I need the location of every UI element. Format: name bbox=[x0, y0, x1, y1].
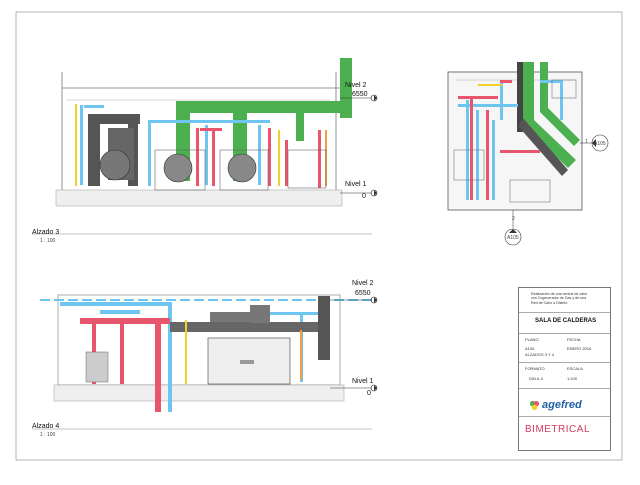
plan-marker-right-number: 1 bbox=[585, 139, 588, 145]
elevation-3-level-2-value: 6550 bbox=[352, 91, 368, 98]
bimetrical-logo: BIMETRICAL bbox=[525, 424, 590, 435]
plan-marker-right-sheet: A105 bbox=[594, 141, 606, 147]
formato-value: DIN A-3 bbox=[529, 376, 544, 381]
plan-view-drawing bbox=[447, 62, 609, 246]
elevation-4-level-1-name: Nivel 1 bbox=[352, 378, 374, 385]
elevation-4-drawing bbox=[32, 294, 378, 430]
elevation-4-level-2-value: 6550 bbox=[355, 290, 371, 297]
project-description: Realización de una central de calor con … bbox=[531, 292, 588, 305]
elevation-3-title: Alzado 3 bbox=[32, 229, 60, 236]
elevation-4-scale: 1 : 100 bbox=[40, 432, 56, 438]
agefred-logo-text: agefred bbox=[542, 399, 582, 411]
elevation-3-level-2-name: Nivel 2 bbox=[345, 82, 367, 89]
fecha-value: ENERO 2016 bbox=[567, 346, 592, 351]
escala-label: ESCALA bbox=[567, 366, 583, 371]
fecha-label: FECHA bbox=[567, 337, 581, 342]
title-block: Realización de una central de calor con … bbox=[518, 287, 611, 451]
formato-label: FORMATO bbox=[525, 366, 545, 371]
plan-marker-bottom-number: 2 bbox=[512, 216, 515, 222]
elevation-3-scale: 1 : 100 bbox=[40, 238, 56, 244]
agefred-leaf-icon bbox=[529, 400, 540, 410]
escala-value: 1:100 bbox=[567, 376, 578, 381]
elevation-3-drawing bbox=[32, 58, 378, 235]
drawing-title: SALA DE CALDERAS bbox=[535, 318, 597, 324]
plano-name: ALZADOS 3 Y 4 bbox=[525, 352, 554, 357]
plano-number: A106 bbox=[525, 346, 535, 351]
elevation-4-level-1-value: 0 bbox=[367, 390, 371, 397]
elevation-4-level-2-name: Nivel 2 bbox=[352, 280, 374, 287]
elevation-3-level-1-value: 0 bbox=[362, 193, 366, 200]
plan-marker-bottom-sheet: A105 bbox=[507, 235, 519, 241]
plano-label: PLANO bbox=[525, 337, 539, 342]
elevation-4-title: Alzado 4 bbox=[32, 423, 60, 430]
elevation-3-level-1-name: Nivel 1 bbox=[345, 181, 367, 188]
bimetrical-logo-text: BIMETRICAL bbox=[525, 424, 591, 435]
agefred-logo: agefred bbox=[529, 399, 582, 411]
